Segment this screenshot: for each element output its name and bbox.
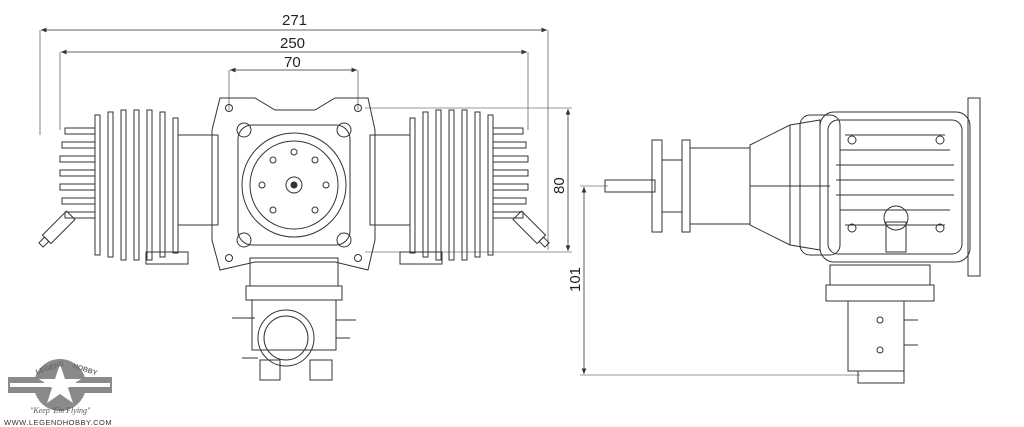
- star-icon: [39, 364, 81, 403]
- left-cylinder: [38, 109, 219, 265]
- dim-label-80: 80: [551, 177, 568, 194]
- mount-flange: [211, 97, 376, 271]
- legend-hobby-logo: LEGEND HOBBY: [8, 359, 112, 411]
- carburetor: [257, 309, 315, 367]
- dim-label-101: 101: [567, 267, 584, 292]
- front-view: [38, 30, 572, 381]
- right-cylinder: [369, 109, 550, 265]
- dimensions: [41, 27, 587, 374]
- crankcase-cover: [241, 132, 347, 238]
- cylinder-head: [819, 111, 971, 263]
- spark-plug: [883, 205, 909, 231]
- dim-label-70: 70: [284, 54, 301, 71]
- logo-tagline: "Keep 'Em Flying": [30, 406, 91, 415]
- logo-website: WWW.LEGENDHOBBY.COM: [4, 418, 113, 427]
- dim-label-250: 250: [280, 35, 305, 52]
- crank-shaft: [604, 179, 656, 193]
- side-view: [580, 97, 981, 384]
- dim-label-271: 271: [282, 12, 307, 29]
